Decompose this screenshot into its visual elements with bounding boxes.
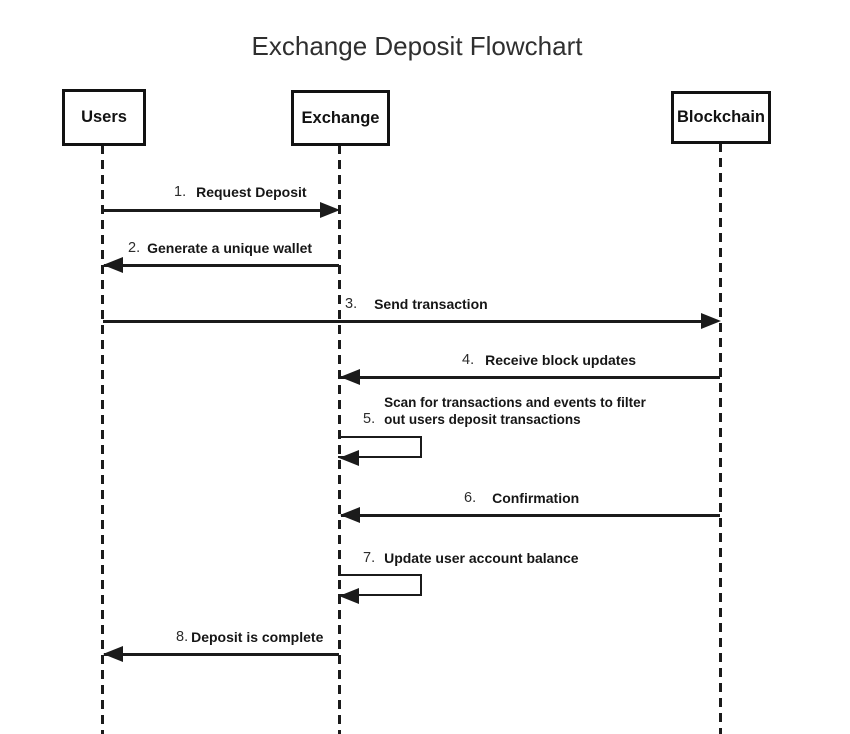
message-text: Scan for transactions and events to filt… (384, 395, 646, 427)
arrowhead-left-icon (340, 507, 360, 523)
lifeline-users (101, 145, 104, 734)
message-label-group: 1. Request Deposit (174, 184, 307, 201)
arrowhead-left-icon (340, 369, 360, 385)
arrow-line (341, 376, 720, 379)
message-text: Send transaction (374, 296, 488, 312)
arrow-line (341, 514, 720, 517)
message-label-group: 4. Receive block updates (462, 352, 636, 369)
message-number: 5. (363, 411, 376, 427)
message-number: 8. (176, 629, 189, 645)
self-loop-shape (338, 574, 422, 596)
message-text: Deposit is complete (191, 629, 324, 645)
arrow-line (104, 264, 339, 267)
arrow-line (103, 209, 324, 212)
arrow-line (104, 653, 339, 656)
actor-label-blockchain: Blockchain (676, 108, 766, 126)
message-number: 3. (345, 296, 358, 312)
message-text: Receive block updates (485, 352, 637, 368)
arrow-line (103, 320, 701, 323)
lifeline-exchange (338, 145, 341, 734)
actor-label-exchange: Exchange (301, 108, 380, 127)
message-text: Request Deposit (196, 184, 307, 200)
message-label-group: 8. Deposit is complete (176, 629, 323, 646)
lifeline-blockchain (719, 143, 722, 734)
diagram-title: Exchange Deposit Flowchart (251, 31, 583, 61)
arrowhead-right-icon (701, 313, 721, 329)
message-number: 6. (464, 490, 477, 506)
message-label-group: 7. Update user account balance (363, 550, 579, 567)
self-loop-shape (338, 436, 422, 458)
message-number: 2. (128, 240, 141, 256)
actor-box-users: Users (62, 89, 146, 146)
arrowhead-left-icon (339, 450, 359, 466)
arrowhead-left-icon (103, 257, 123, 273)
actor-label-users: Users (81, 108, 127, 126)
arrowhead-left-icon (339, 588, 359, 604)
actor-box-blockchain: Blockchain (671, 91, 771, 144)
arrowhead-left-icon (103, 646, 123, 662)
message-number: 7. (363, 550, 376, 566)
message-text: Confirmation (492, 490, 580, 506)
arrowhead-right-icon (320, 202, 340, 218)
message-label-group: 3. Send transaction (345, 296, 488, 313)
message-label-group: 6. Confirmation (464, 490, 579, 507)
actor-box-exchange: Exchange (291, 90, 390, 146)
message-label-group: 2. Generate a unique wallet (128, 240, 312, 257)
message-text: Generate a unique wallet (147, 240, 313, 256)
message-number: 1. (174, 184, 187, 200)
message-text: Update user account balance (384, 550, 579, 566)
message-label-group: 5. Scan for transactions and events to f… (363, 394, 646, 428)
message-number: 4. (462, 352, 475, 368)
